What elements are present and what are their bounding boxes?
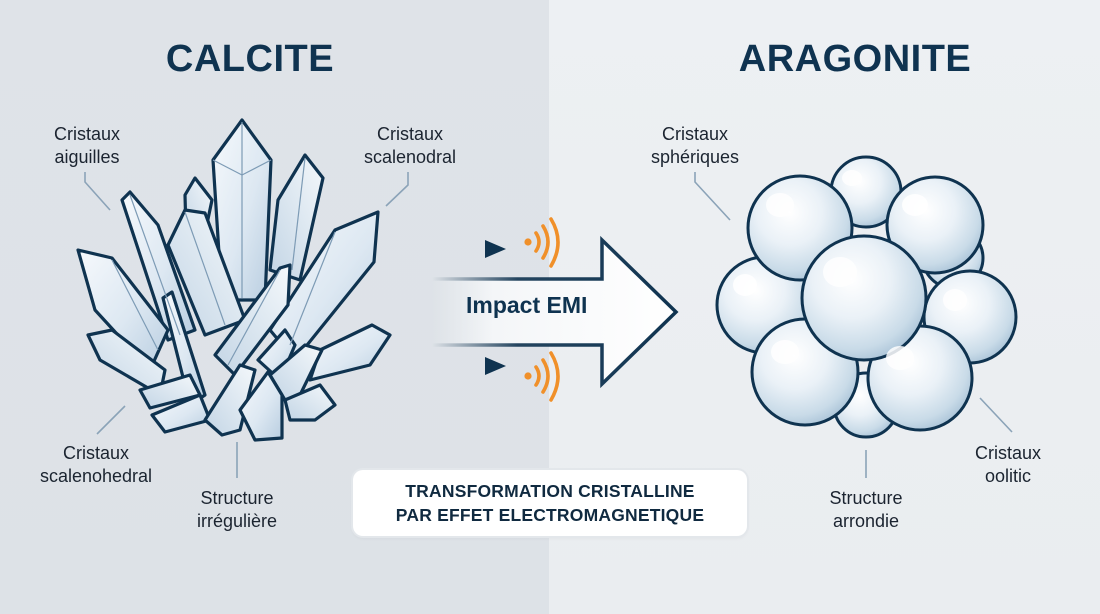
label-cristaux-scalenodral: Cristaux scalenodral <box>355 123 465 169</box>
arrow-right-icon-bottom <box>435 357 506 375</box>
label-line: oolitic <box>984 466 1032 486</box>
impact-emi-label: Impact EMI <box>466 292 588 318</box>
label-line: Cristaux <box>974 443 1041 463</box>
label-structure-irreguliere: Structure irrégulière <box>185 487 289 533</box>
caption-line-1: TRANSFORMATION CRISTALLINE <box>405 481 695 501</box>
label-line: Structure <box>829 488 903 508</box>
label-line: Cristaux <box>53 124 120 144</box>
label-cristaux-aiguilles: Cristaux aiguilles <box>42 123 132 169</box>
label-line: aiguilles <box>54 147 120 167</box>
calcite-crystal-cluster <box>76 118 392 442</box>
label-cristaux-spheriques: Cristaux sphériques <box>640 123 750 169</box>
caption-box: TRANSFORMATION CRISTALLINE PAR EFFET ELE… <box>353 470 747 536</box>
calcite-callout-lines <box>84 172 409 478</box>
label-cristaux-scalenohedral: Cristaux scalenohedral <box>30 442 162 488</box>
label-cristaux-oolitic: Cristaux oolitic <box>968 442 1048 488</box>
label-line: scalenodral <box>363 147 457 167</box>
emi-big-arrow <box>432 235 679 389</box>
label-line: arrondie <box>832 511 900 531</box>
label-line: sphériques <box>650 147 740 167</box>
sphere-highlights <box>733 170 967 370</box>
label-structure-arrondie: Structure arrondie <box>814 487 918 533</box>
label-line: Cristaux <box>661 124 728 144</box>
caption-line-2: PAR EFFET ELECTROMAGNETIQUE <box>395 505 705 525</box>
aragonite-title: ARAGONITE <box>738 38 972 80</box>
calcite-title: CALCITE <box>165 38 335 80</box>
label-line: Structure <box>200 488 274 508</box>
wireless-signal-icon-top <box>524 217 560 268</box>
label-line: irrégulière <box>196 511 278 531</box>
arrow-right-icon-top <box>435 240 506 258</box>
label-line: Cristaux <box>376 124 443 144</box>
aragonite-callout-lines <box>694 172 1013 478</box>
aragonite-sphere-cluster <box>715 155 1018 439</box>
wireless-signal-icon-bottom <box>524 351 560 402</box>
label-line: scalenohedral <box>39 466 153 486</box>
label-line: Cristaux <box>62 443 129 463</box>
